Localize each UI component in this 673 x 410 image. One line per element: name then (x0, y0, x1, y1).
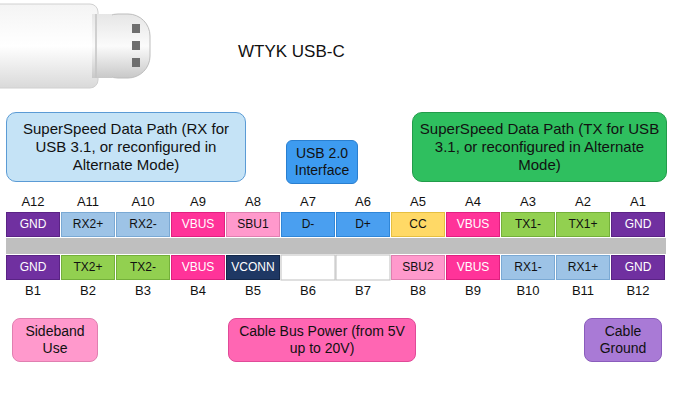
tongue-band (6, 238, 666, 254)
pin-number: B3 (116, 283, 170, 298)
pin-number: A3 (501, 194, 555, 209)
box-text: USB 2.0 Interface (293, 145, 351, 179)
box-text: Sideband Use (19, 323, 91, 357)
pin-cell: GND (6, 255, 60, 280)
group-box: USB 2.0 Interface (286, 140, 358, 184)
pin-cell: RX2+ (61, 212, 115, 237)
pin-number: A10 (116, 194, 170, 209)
pin-cell: TX1+ (556, 212, 610, 237)
pin-number: B10 (501, 283, 555, 298)
pin-cell: RX2- (116, 212, 170, 237)
pin-number: A4 (446, 194, 500, 209)
box-text: TX2+ (73, 260, 102, 274)
empty-pin-b6 (281, 255, 335, 280)
box-text: VCONN (231, 260, 274, 274)
box-text: RX2+ (73, 217, 103, 231)
pin-cell: GND (611, 255, 665, 280)
pin-number: B4 (171, 283, 225, 298)
pin-number: B11 (556, 283, 610, 298)
box-text: GND (20, 217, 47, 231)
box-text: CC (409, 217, 426, 231)
box-text: GND (625, 260, 652, 274)
box-text: RX2- (129, 217, 156, 231)
box-text: VBUS (457, 260, 490, 274)
pin-number: A8 (226, 194, 280, 209)
pin-number: B6 (281, 283, 335, 298)
plug-body (0, 4, 150, 88)
pin-cell: VBUS (171, 255, 225, 280)
box-text: RX1+ (568, 260, 598, 274)
pin-number: B9 (446, 283, 500, 298)
pin-number: A1 (611, 194, 665, 209)
box-text: TX1- (515, 217, 541, 231)
pin-cell: SBU1 (226, 212, 280, 237)
box-text: GND (20, 260, 47, 274)
pin-cell: D+ (336, 212, 390, 237)
group-box: SuperSpeed Data Path (TX for USB 3.1, or… (412, 112, 667, 182)
note-box: Sideband Use (12, 318, 98, 362)
box-text: TX1+ (568, 217, 597, 231)
pin-number: B8 (391, 283, 445, 298)
note-box: Cable Bus Power (from 5V up to 20V) (228, 318, 416, 362)
box-text: TX2- (130, 260, 156, 274)
box-text: D+ (355, 217, 371, 231)
pin-cell: VCONN (226, 255, 280, 280)
pin-number: A5 (391, 194, 445, 209)
pin-cell: TX2+ (61, 255, 115, 280)
box-text: SuperSpeed Data Path (TX for USB 3.1, or… (419, 120, 660, 174)
pin-number: B5 (226, 283, 280, 298)
pin-cell: GND (6, 212, 60, 237)
pin-number: A9 (171, 194, 225, 209)
pin-cell: VBUS (446, 212, 500, 237)
pin-number: B2 (61, 283, 115, 298)
box-text: RX1- (514, 260, 541, 274)
pin-number: B1 (6, 283, 60, 298)
pin-cell: TX1- (501, 212, 555, 237)
pin-cell: VBUS (446, 255, 500, 280)
pin-number: B12 (611, 283, 665, 298)
note-box: Cable Ground (584, 318, 662, 362)
pin-cell: CC (391, 212, 445, 237)
pin-cell: SBU2 (391, 255, 445, 280)
pin-cell: RX1- (501, 255, 555, 280)
empty-pin-b7 (336, 255, 390, 280)
box-text: SBU2 (402, 260, 433, 274)
pin-number: A6 (336, 194, 390, 209)
pin-cell: RX1+ (556, 255, 610, 280)
pin-cell: D- (281, 212, 335, 237)
pin-cell: TX2- (116, 255, 170, 280)
pin-cell: VBUS (171, 212, 225, 237)
box-text: Cable Bus Power (from 5V up to 20V) (235, 323, 409, 357)
box-text: VBUS (457, 217, 490, 231)
pin-number: A2 (556, 194, 610, 209)
box-text: SBU1 (237, 217, 268, 231)
pin-number: A12 (6, 194, 60, 209)
box-text: VBUS (182, 217, 215, 231)
box-text: GND (625, 217, 652, 231)
group-box: SuperSpeed Data Path (RX for USB 3.1, or… (6, 112, 246, 182)
pin-number: B7 (336, 283, 390, 298)
box-text: SuperSpeed Data Path (RX for USB 3.1, or… (13, 120, 239, 174)
box-text: Cable Ground (591, 323, 655, 357)
box-text: VBUS (182, 260, 215, 274)
box-text: D- (302, 217, 315, 231)
pin-number: A7 (281, 194, 335, 209)
pin-number: A11 (61, 194, 115, 209)
pin-cell: GND (611, 212, 665, 237)
title: WTYK USB-C (238, 42, 345, 62)
